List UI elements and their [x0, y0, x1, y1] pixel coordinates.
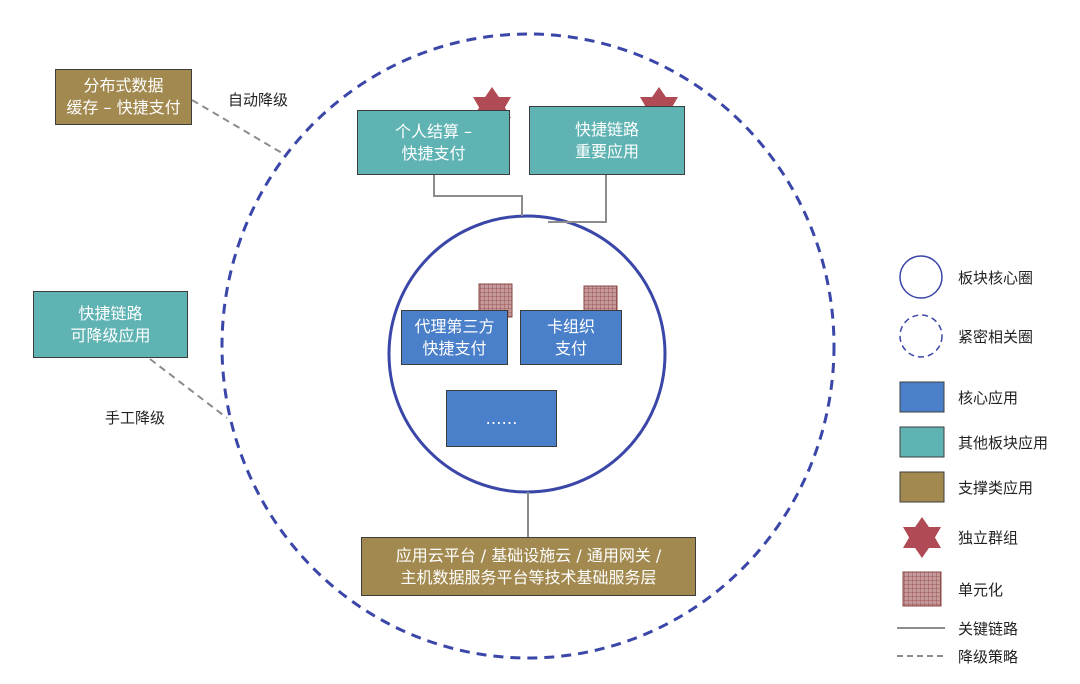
legend-core-app-swatch	[899, 381, 945, 413]
legend-unitized-icon	[902, 571, 942, 607]
agent-third-party-line1: 代理第三方	[414, 316, 495, 336]
distributed-cache-box: 分布式数据 缓存 – 快捷支付	[55, 69, 192, 125]
fast-link-degradable-line1: 快捷链路	[78, 303, 143, 323]
personal-settlement-line2: 快捷支付	[401, 143, 466, 163]
agent-third-party-line2: 快捷支付	[422, 338, 487, 358]
degrade-link-auto	[191, 99, 283, 154]
legend-related-circle-icon	[899, 314, 943, 358]
legend-star-icon	[903, 517, 941, 558]
personal-settlement-box: 个人结算 – 快捷支付	[357, 110, 510, 175]
more-apps-box: ……	[446, 390, 557, 447]
key-link-personal	[433, 175, 523, 216]
fast-link-degradable-line2: 可降级应用	[70, 325, 151, 345]
legend-other-app-label: 其他板块应用	[958, 434, 1049, 452]
legend-related-circle-label: 紧密相关圈	[958, 328, 1034, 346]
distributed-cache-line2: 缓存 – 快捷支付	[66, 98, 181, 117]
legend-degrade-strategy-label: 降级策略	[958, 648, 1019, 666]
infrastructure-line1: 应用云平台 / 基础设施云 / 通用网关 /	[395, 545, 662, 565]
personal-settlement-line1: 个人结算 –	[394, 121, 473, 141]
legend-unitized-label: 单元化	[958, 581, 1004, 599]
legend-independent-group-label: 独立群组	[958, 529, 1019, 547]
card-org-box: 卡组织 支付	[520, 310, 622, 365]
related-circle	[220, 32, 836, 660]
legend-core-circle-label: 板块核心圈	[958, 269, 1034, 287]
auto-degrade-label: 自动降级	[228, 91, 289, 109]
fast-link-degradable-box: 快捷链路 可降级应用	[33, 291, 188, 358]
infrastructure-box: 应用云平台 / 基础设施云 / 通用网关 / 主机数据服务平台等技术基础服务层	[361, 537, 696, 596]
card-org-line2: 支付	[554, 338, 587, 358]
legend-core-circle-icon	[899, 255, 943, 299]
fast-link-important-box: 快捷链路 重要应用	[529, 106, 685, 175]
legend-key-link-label: 关键链路	[958, 620, 1019, 638]
legend-other-app-swatch	[899, 426, 945, 458]
legend-core-app-label: 核心应用	[958, 389, 1019, 407]
card-org-line1: 卡组织	[546, 316, 595, 336]
legend-support-app-swatch	[899, 471, 945, 503]
manual-degrade-label: 手工降级	[105, 409, 166, 427]
fast-link-important-line1: 快捷链路	[574, 119, 639, 139]
distributed-cache-line1: 分布式数据	[83, 76, 164, 95]
degrade-link-manual	[149, 358, 228, 419]
more-apps-ellipsis: ……	[485, 408, 518, 428]
infrastructure-line2: 主机数据服务平台等技术基础服务层	[400, 567, 657, 587]
key-link-fastlink	[548, 175, 607, 223]
fast-link-important-line2: 重要应用	[574, 141, 639, 161]
agent-third-party-box: 代理第三方 快捷支付	[401, 310, 508, 365]
legend-support-app-label: 支撑类应用	[958, 479, 1034, 497]
